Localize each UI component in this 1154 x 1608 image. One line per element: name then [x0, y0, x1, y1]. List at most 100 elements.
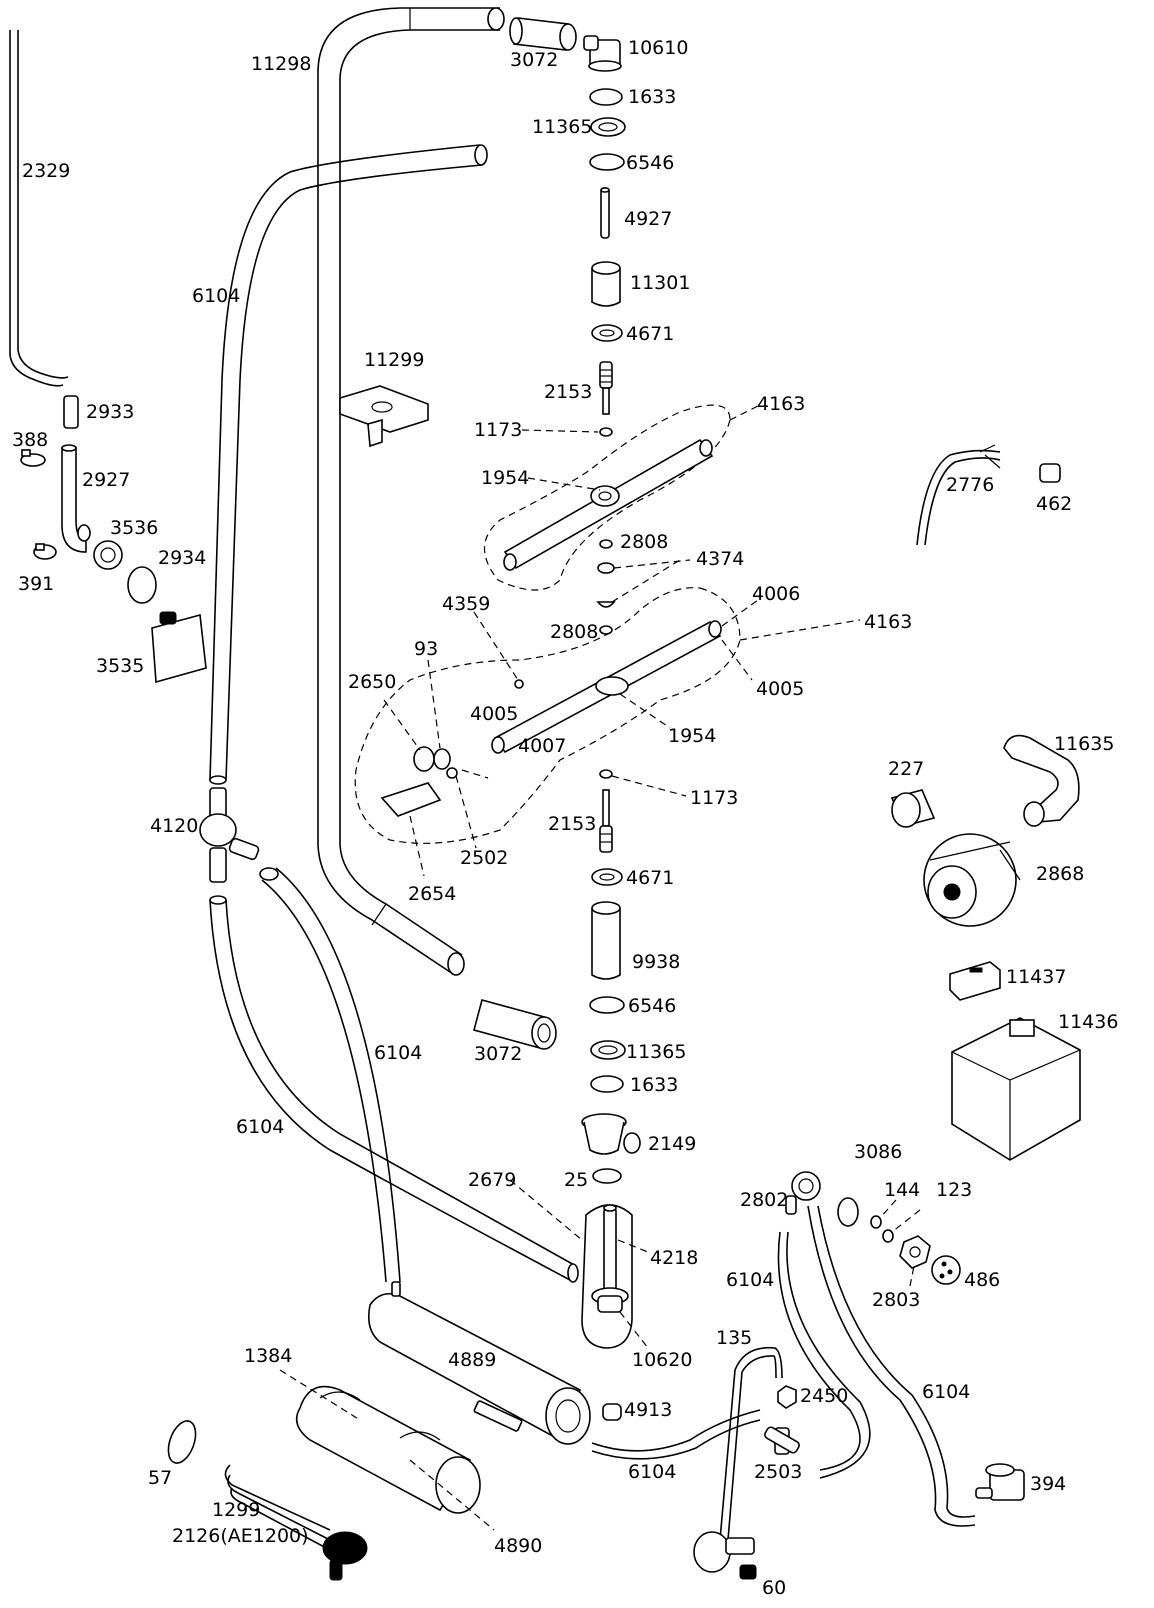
label-4218: 4218 — [650, 1247, 698, 1269]
part-6546-bottom — [589, 996, 625, 1014]
part-11299 — [339, 385, 429, 448]
part-11635 — [1003, 734, 1080, 827]
label-391: 391 — [18, 573, 54, 595]
part-1384-4890 — [295, 1385, 481, 1514]
label-2149: 2149 — [648, 1133, 696, 1155]
part-57 — [167, 1420, 197, 1464]
part-2933 — [63, 395, 79, 429]
label-11365-top: 11365 — [532, 116, 592, 138]
label-4006: 4006 — [752, 583, 800, 605]
part-2927 — [61, 444, 91, 553]
part-462 — [1039, 463, 1061, 483]
part-2802 — [785, 1171, 821, 1215]
label-2679: 2679 — [468, 1169, 516, 1191]
label-2927: 2927 — [82, 469, 130, 491]
part-2153-bottom — [599, 789, 613, 853]
part-4671-bottom — [591, 868, 623, 886]
label-11437: 11437 — [1006, 966, 1066, 988]
spray-arm-lower — [354, 587, 741, 844]
part-1173-b — [599, 769, 613, 779]
label-11298: 11298 — [251, 53, 311, 75]
label-4890: 4890 — [494, 1535, 542, 1557]
part-4120 — [199, 787, 260, 883]
label-2153-bottom: 2153 — [548, 813, 596, 835]
label-6546-top: 6546 — [626, 152, 674, 174]
label-11635: 11635 — [1054, 733, 1114, 755]
label-6104-f: 6104 — [628, 1461, 676, 1483]
label-6104-d: 6104 — [726, 1269, 774, 1291]
label-11436: 11436 — [1058, 1011, 1118, 1033]
part-394 — [975, 1463, 1025, 1501]
label-2808-a: 2808 — [620, 531, 668, 553]
label-3536: 3536 — [110, 517, 158, 539]
hose-2329 — [9, 30, 69, 387]
part-2808-a — [599, 539, 613, 549]
part-2808-b — [599, 625, 613, 635]
part-1633-top — [589, 88, 623, 106]
part-11365-bottom — [590, 1040, 626, 1060]
label-2803: 2803 — [872, 1289, 920, 1311]
label-10620: 10620 — [632, 1349, 692, 1371]
hose-135 — [719, 1346, 783, 1541]
part-2868 — [923, 833, 1021, 927]
label-25: 25 — [564, 1169, 588, 1191]
label-2654: 2654 — [408, 883, 456, 905]
part-144 — [870, 1215, 882, 1229]
label-10610: 10610 — [628, 37, 688, 59]
label-3072-top: 3072 — [510, 49, 558, 71]
label-2934: 2934 — [158, 547, 206, 569]
label-486: 486 — [964, 1269, 1000, 1291]
part-2153-top — [599, 361, 613, 415]
label-3535: 3535 — [96, 655, 144, 677]
label-57: 57 — [148, 1467, 172, 1489]
part-3536 — [93, 540, 123, 570]
label-4007: 4007 — [518, 735, 566, 757]
label-1633-top: 1633 — [628, 86, 676, 108]
part-4927 — [600, 187, 610, 239]
label-4374: 4374 — [696, 548, 744, 570]
label-462: 462 — [1036, 493, 1072, 515]
label-4163-bottom: 4163 — [864, 611, 912, 633]
label-11365-bottom: 11365 — [626, 1041, 686, 1063]
label-93: 93 — [414, 638, 438, 660]
label-4163-top: 4163 — [757, 393, 805, 415]
hose-6104-lower — [209, 867, 579, 1283]
leader-lines — [279, 404, 921, 1531]
hose-6104-right — [777, 1205, 976, 1527]
part-93-2650 — [413, 746, 458, 779]
label-2503: 2503 — [754, 1461, 802, 1483]
label-2776: 2776 — [946, 474, 994, 496]
label-4913: 4913 — [624, 1399, 672, 1421]
part-391 — [33, 543, 57, 560]
label-3072-bottom: 3072 — [474, 1043, 522, 1065]
label-2868: 2868 — [1036, 863, 1084, 885]
label-135: 135 — [716, 1327, 752, 1349]
part-4359 — [514, 679, 524, 689]
label-1173-top: 1173 — [474, 419, 522, 441]
label-2650: 2650 — [348, 671, 396, 693]
label-1384: 1384 — [244, 1345, 292, 1367]
label-9938: 9938 — [632, 951, 680, 973]
label-2933: 2933 — [86, 401, 134, 423]
part-11301 — [591, 261, 621, 307]
pipe-11298 — [317, 7, 505, 976]
label-1954-bottom: 1954 — [668, 725, 716, 747]
part-2803 — [899, 1235, 931, 1269]
part-11437 — [949, 961, 1001, 1001]
label-4671-bottom: 4671 — [626, 867, 674, 889]
label-11299: 11299 — [364, 349, 424, 371]
label-6104-e: 6104 — [922, 1381, 970, 1403]
label-4671-top: 4671 — [626, 323, 674, 345]
label-6104-c: 6104 — [236, 1116, 284, 1138]
label-4359: 4359 — [442, 593, 490, 615]
part-labels: 2329 11298 3072 10610 1633 11365 6546 49… — [12, 37, 1118, 1599]
label-2808-b: 2808 — [550, 621, 598, 643]
part-4889 — [367, 1281, 591, 1445]
hose-6104-upper — [209, 144, 488, 785]
label-2153-top: 2153 — [544, 381, 592, 403]
label-6104-a: 6104 — [192, 285, 240, 307]
part-2934 — [127, 566, 157, 604]
label-3086: 3086 — [854, 1141, 902, 1163]
label-2329: 2329 — [22, 160, 70, 182]
